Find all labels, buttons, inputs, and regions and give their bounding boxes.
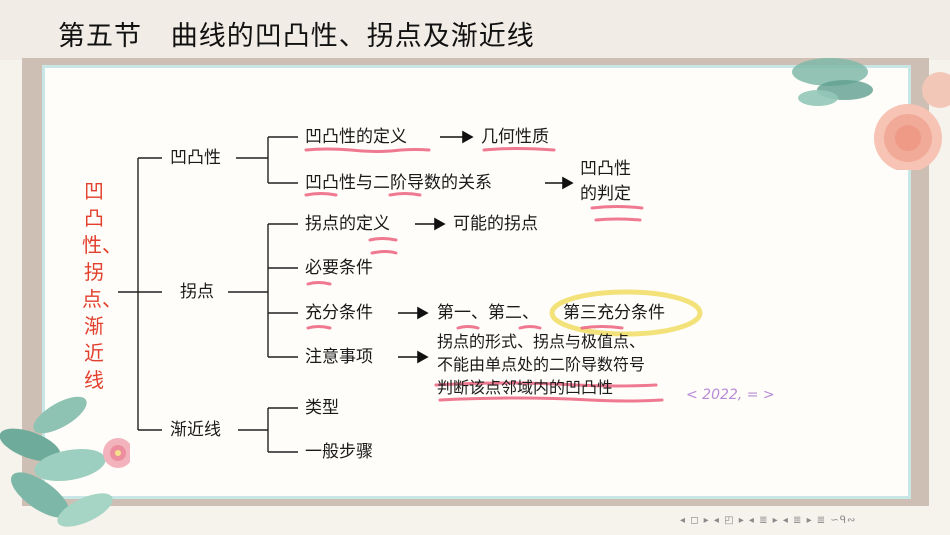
notes-line3: 判断该点邻域内的凹凸性 <box>437 378 614 397</box>
notes: 注意事项 <box>305 347 373 367</box>
third-sufficient: 第三充分条件 <box>563 303 665 323</box>
possible-inflection-point: 可能的拐点 <box>453 214 538 234</box>
concavity-second-derivative-relation: 凹凸性与二阶导数的关系 <box>305 173 492 193</box>
asymptote-type: 类型 <box>305 398 339 418</box>
branch-asymptote: 渐近线 <box>170 420 221 440</box>
necessary-condition: 必要条件 <box>305 258 373 278</box>
sufficient-condition: 充分条件 <box>305 303 373 323</box>
concavity-definition: 凹凸性的定义 <box>305 127 407 147</box>
concavity-judgement-line1: 凹凸性 <box>580 159 631 179</box>
branch-concavity: 凹凸性 <box>170 148 221 168</box>
asymptote-steps: 一般步骤 <box>305 442 373 462</box>
flower-decoration-top-right-icon <box>792 58 950 170</box>
title-bar: 第五节 曲线的凹凸性、拐点及渐近线 <box>0 0 950 60</box>
slide-navigation[interactable]: ◂ ◻ ▸ ◂ ◰ ▸ ◂ ≣ ▸ ◂ ≣ ▸ ≣ ∽ᑫ∾ <box>680 515 857 526</box>
root-topic: 凹凸性、拐点、渐近线 <box>82 179 122 392</box>
slide-title: 第五节 曲线的凹凸性、拐点及渐近线 <box>58 21 535 52</box>
geometric-property: 几何性质 <box>481 127 549 147</box>
flower-decoration-bottom-left-icon <box>0 396 130 527</box>
branch-inflection-point: 拐点 <box>180 282 214 302</box>
handwritten-annotation: < 2022, = > <box>686 387 775 403</box>
content-panel <box>42 65 911 499</box>
inflection-definition: 拐点的定义 <box>305 214 390 234</box>
notes-line2: 不能由单点处的二阶导数符号 <box>437 355 646 374</box>
concavity-judgement-line2: 的判定 <box>580 184 631 204</box>
first-second-sufficient: 第一、第二、 <box>437 303 539 323</box>
notes-line1: 拐点的形式、拐点与极值点、 <box>437 332 646 351</box>
